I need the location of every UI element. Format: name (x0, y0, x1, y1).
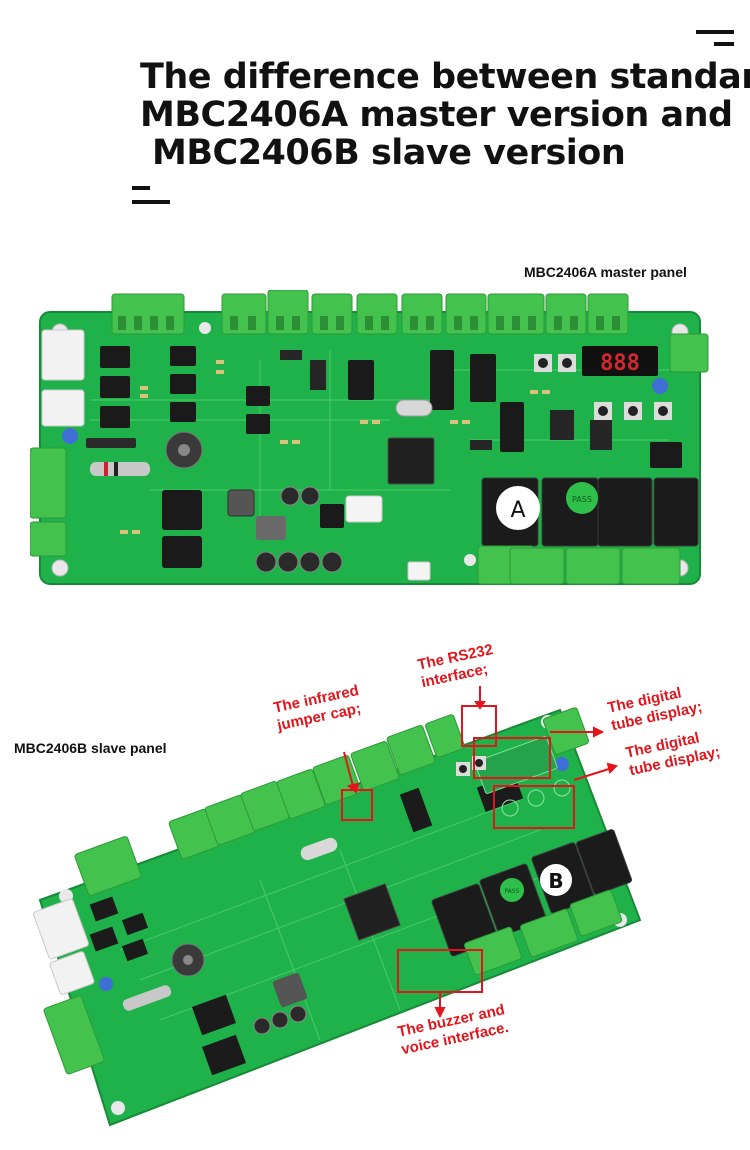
master-board-photo: 888 A PASS (30, 290, 720, 600)
panel-a-caption: MBC2406A master panel (524, 264, 687, 280)
title-line-1: The difference between standard (140, 57, 750, 97)
highlight-digital-1 (473, 737, 551, 779)
top-terminal-blocks (111, 290, 629, 335)
title-line-3: MBC2406B slave version (152, 133, 626, 173)
badge-a: A (510, 498, 525, 523)
decorative-bars-left (132, 186, 172, 206)
title-line-2: MBC2406A master version and (140, 95, 733, 135)
slave-board-photo: B PASS (0, 620, 750, 1150)
pass-sticker-b: PASS (505, 888, 520, 895)
panel-b-caption: MBC2406B slave panel (14, 740, 167, 756)
pass-sticker-a: PASS (572, 495, 592, 504)
decorative-bars-top-right (696, 30, 736, 50)
display-digits: 888 (600, 351, 640, 376)
digital-tube-display: 888 (582, 346, 658, 376)
page-title: The difference between standard MBC2406A… (140, 57, 750, 173)
badge-b: B (548, 869, 563, 893)
highlight-digital-2 (493, 785, 575, 829)
